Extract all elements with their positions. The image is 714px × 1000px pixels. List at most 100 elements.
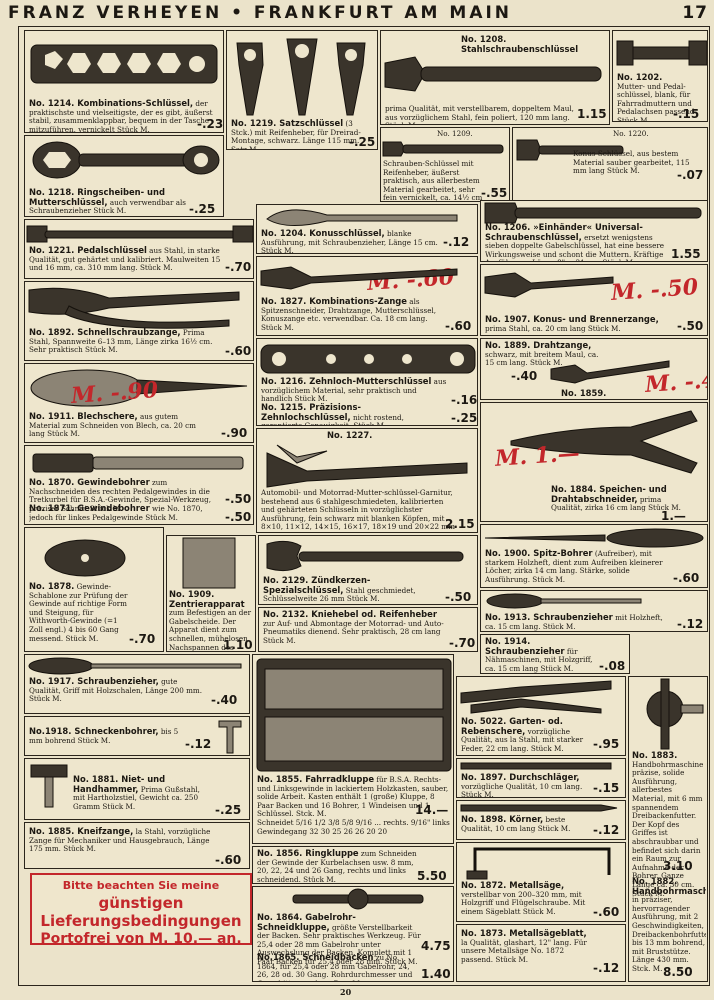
delivery-terms-notice: Bitte beachten Sie meine günstigen Liefe… — [30, 873, 252, 947]
item-1892-text: No. 1892. Schnellschraubzange, Prima Sta… — [29, 328, 213, 355]
item-1870-price: -.50 — [225, 492, 252, 506]
quick-pliers-icon — [28, 287, 240, 329]
item-1227-price: 2.15 — [445, 517, 475, 531]
item-1900: No. 1900. Spitz-Bohrer (Aufreiber), mit … — [480, 524, 708, 588]
item-1907-text: No. 1907. Konus- und Brennerzange, prima… — [485, 315, 659, 333]
item-1909-text: No. 1909. Zentrierapparat zum Befestigen… — [169, 590, 252, 652]
item-1889-text: No. 1889. Drahtzange, schwarz, mit breit… — [485, 341, 599, 368]
spark-plug-wrench-icon — [266, 540, 464, 572]
item-1215-text: No. 1215. Präzisions-Zehnlochschlüssel, … — [261, 403, 404, 426]
item-1889: No. 1889. Drahtzange, schwarz, mit breit… — [480, 338, 708, 400]
item-1227: No. 1227. Automobil- und Motorrad-Mutter… — [256, 428, 478, 533]
item-1208-text: prima Qualität, mit verstellbarem, doppe… — [385, 105, 574, 124]
item-1855-price: 14.— — [415, 803, 449, 817]
die-stock-icon — [292, 888, 424, 910]
item-1911-price: -.90 — [221, 426, 248, 440]
item-1202: No. 1202.Mutter- und Pedal-schlüssel, bl… — [612, 30, 708, 122]
item-1220-title: No. 1220. — [613, 130, 649, 138]
item-1897-text: No. 1897. Durchschläger, vorzügliche Qua… — [461, 773, 583, 798]
item-1882-price: 8.50 — [663, 965, 693, 979]
item-1909: No. 1909. Zentrierapparat zum Befestigen… — [166, 535, 256, 652]
item-1885-text: No. 1885. Kneifzange, la Stahl, vorzügli… — [29, 827, 211, 854]
item-5022-price: -.95 — [593, 737, 620, 751]
item-1914-text: No. 1914. Schraubenzieher für Nähmaschin… — [485, 637, 593, 673]
item-1872-price: -.60 — [593, 905, 620, 919]
item-1881: No. 1881. Niet- und Handhammer, Prima Gu… — [24, 758, 250, 820]
burner-pliers-icon — [484, 272, 614, 298]
item-1208-price: 1.15 — [577, 107, 607, 121]
item-1918-price: -.12 — [185, 737, 212, 751]
item-1914-price: -.08 — [599, 659, 626, 673]
footer-page-number: 20 — [340, 987, 352, 997]
item-1219: No. 1219. Satzschlüssel (3 Stck.) mit Re… — [226, 30, 378, 150]
item-1917: No. 1917. Schraubenzieher, gute Qualität… — [24, 654, 250, 714]
ten-hole-wrench-icon — [260, 344, 476, 374]
price-stamp-1889: M. -.40 — [644, 365, 708, 399]
centering-device-icon — [182, 537, 236, 589]
punch-icon — [460, 762, 612, 770]
item-1882-text: No. 1882. Handbohrmaschine in präziser, … — [632, 877, 706, 973]
item-2129-price: -.50 — [445, 590, 472, 604]
item-1864-price: 4.75 — [421, 939, 451, 953]
item-1913: No. 1913. Schraubenzieher mit Holzheft, … — [480, 590, 708, 632]
item-1206-price: 1.55 — [671, 247, 701, 261]
item-1220: No. 1220. Konus-Schlüssel, aus bestem Ma… — [512, 127, 708, 202]
item-1909-price: 1.10 — [223, 638, 253, 652]
item-1883: No. 1883. Handbohrmaschine präzise, soli… — [628, 676, 708, 982]
item-2129: No. 2129. Zündkerzen-Spezialschlüssel, S… — [258, 535, 478, 605]
item-1913-price: -.12 — [677, 617, 704, 631]
item-1873: No. 1873. Metallsägeblatt, la Qualität, … — [456, 924, 626, 982]
item-1216-text: No. 1216. Zehnloch-Mutterschlüssel aus v… — [261, 377, 447, 404]
item-1218: No. 1218. Ringscheiben- und Mutterschlüs… — [24, 135, 224, 217]
tin-snips-icon — [30, 369, 248, 407]
wrench-set-icon — [266, 444, 468, 488]
item-1209-text: Schrauben-Schlüssel mit Reifenheber, äuß… — [383, 160, 483, 202]
item-1218-price: -.25 — [189, 202, 216, 216]
item-1884-price: 1.— — [661, 509, 686, 522]
item-1917-text: No. 1917. Schraubenzieher, gute Qualität… — [29, 677, 202, 704]
item-1871-text: No. 1871. Gewindebohrer wie No. 1870, je… — [29, 504, 203, 522]
notice-line-2: günstigen Lieferungsbedingungen — [40, 894, 242, 930]
item-1918: No.1918. Schneckenbohrer, bis 5 mm bohre… — [24, 716, 250, 756]
price-stamp-1907: M. -.50 — [610, 273, 699, 307]
item-1221: No. 1221. Pedalschlüssel aus Stahl, in s… — [24, 219, 254, 279]
item-1898: No. 1898. Körner, beste Qualität, 10 cm … — [456, 800, 626, 840]
page-header: FRANZ VERHEYEN • FRANKFURT AM MAIN 17 — [8, 3, 708, 25]
item-1214-text: No. 1214. Kombinations-Schlüssel, der pr… — [29, 99, 213, 133]
item-1892: No. 1892. Schnellschraubzange, Prima Sta… — [24, 281, 254, 361]
item-1913-text: No. 1913. Schraubenzieher mit Holzheft, … — [485, 613, 663, 631]
item-1208: No. 1208.Stahlschraubenschlüssel prima Q… — [380, 30, 610, 125]
item-1209-title: No. 1209. — [437, 130, 473, 138]
item-2132: No. 2132. Kniehebel od. Reifenheber zur … — [258, 607, 478, 652]
item-1219-text: No. 1219. Satzschlüssel (3 Stck.) mit Re… — [231, 119, 361, 150]
item-1209-price: -.55 — [481, 186, 508, 200]
item-1215-price: -.25 — [451, 411, 478, 425]
item-1918-text: No.1918. Schneckenbohrer, bis 5 mm bohre… — [29, 727, 179, 745]
item-1907-price: -.50 — [677, 319, 704, 333]
catalog-frame — [18, 26, 710, 986]
item-1859-label: No. 1859. — [561, 389, 607, 398]
item-1856-price: 5.50 — [417, 869, 447, 883]
item-1214: No. 1214. Kombinations-Schlüssel, der pr… — [24, 30, 224, 133]
combination-wrench-icon — [30, 44, 218, 84]
screwdriver-large-icon — [28, 657, 242, 675]
item-1900-text: No. 1900. Spitz-Bohrer (Aufreiber), mit … — [485, 549, 663, 584]
item-1873-price: -.12 — [593, 961, 620, 975]
notice-line-3: Portofrei von M. 10.— an. — [40, 931, 242, 947]
item-5022: No. 5022. Garten- od. Rebenschere, vorzü… — [456, 676, 626, 756]
item-1827-text: No. 1827. Kombinations-Zange als Spitzen… — [261, 297, 437, 332]
combination-pliers-icon — [260, 266, 458, 290]
cone-key-icon — [266, 209, 458, 226]
item-1892-price: -.60 — [225, 344, 252, 358]
item-1878: No. 1878. Gewinde-Schablone zur Prüfung … — [24, 527, 164, 652]
item-1219-price: -.25 — [349, 135, 376, 149]
universal-wrench-icon — [484, 202, 702, 224]
item-1856: No. 1856. Ringkluppe zum Schneiden der G… — [252, 846, 454, 884]
item-1208-title: No. 1208.Stahlschraubenschlüssel — [461, 35, 579, 54]
spoke-cutter-icon — [510, 410, 698, 474]
item-1883-price: 3.10 — [663, 859, 693, 873]
item-1898-price: -.12 — [593, 823, 620, 837]
item-1900-price: -.60 — [673, 571, 700, 585]
gimlet-icon — [218, 720, 242, 754]
